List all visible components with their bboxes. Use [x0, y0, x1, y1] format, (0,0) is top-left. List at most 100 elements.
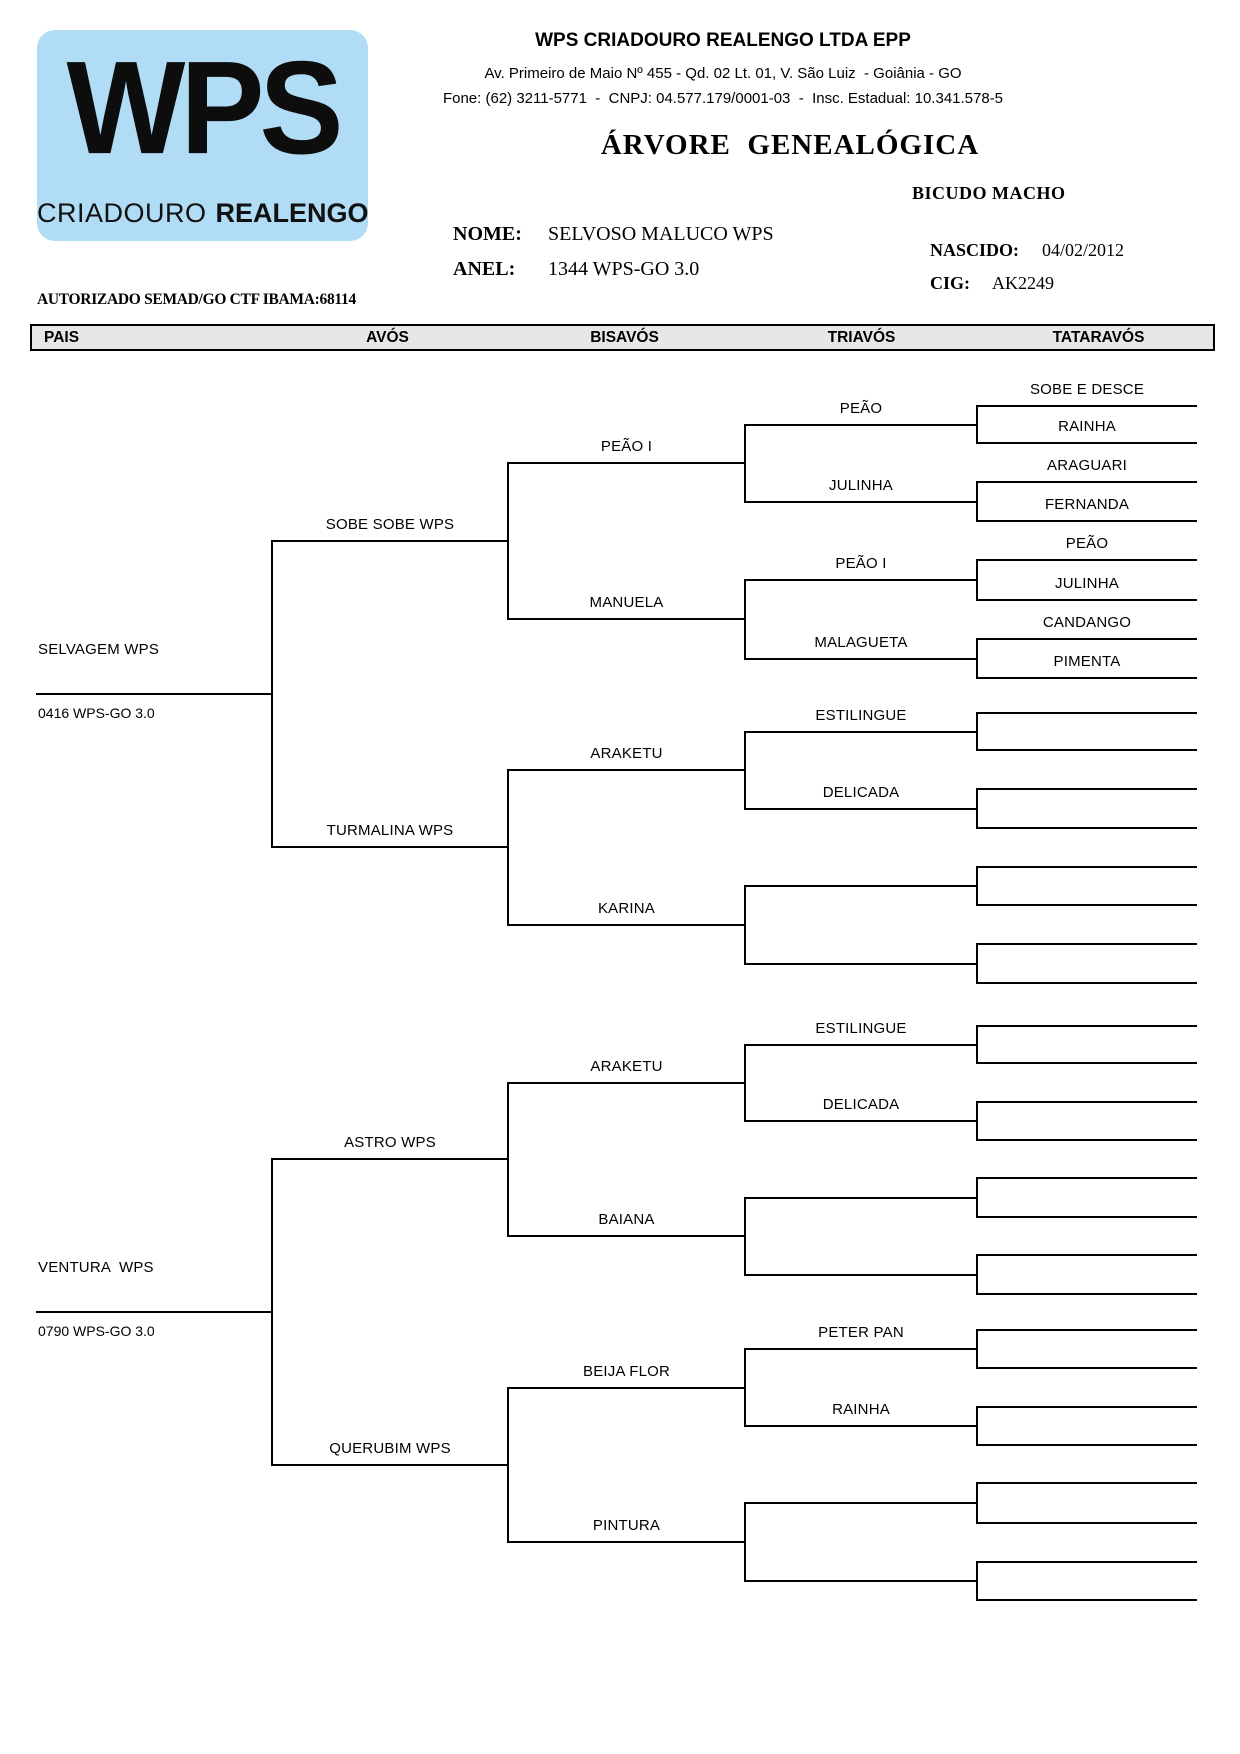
column-header-tataravos: TATARAVÓS	[1052, 329, 1145, 346]
triavo-label: PETER PAN	[818, 1324, 904, 1341]
tree-connector-line	[976, 1482, 978, 1524]
tree-shelf-line	[508, 462, 745, 464]
tree-shelf-line	[745, 807, 977, 810]
tataravo-label: CANDANGO	[1042, 614, 1132, 631]
pai-label: VENTURA WPS	[38, 1259, 154, 1277]
tree-shelf-line	[745, 885, 977, 887]
tataravo-label: ARAGUARI	[1047, 457, 1127, 474]
tree-shelf-line	[977, 1561, 1197, 1563]
bisavo-label: BEIJA FLOR	[582, 1362, 671, 1380]
tree-shelf-line	[977, 1329, 1197, 1331]
tree-connector-line	[744, 885, 746, 965]
tree-shelf-line	[977, 1522, 1197, 1524]
nascido-label: NASCIDO:	[930, 240, 1020, 260]
address-line-1: Av. Primeiro de Maio Nº 455 - Qd. 02 Lt.…	[484, 65, 962, 82]
tree-shelf-line	[977, 1406, 1197, 1408]
tree-shelf-line	[977, 1216, 1197, 1218]
tree-shelf-line	[977, 1025, 1197, 1027]
tree-shelf-line	[977, 943, 1197, 945]
tataravo-label: SOBE E DESCE	[1029, 381, 1145, 398]
tree-shelf-line	[745, 1273, 977, 1276]
anel-label: ANEL:	[453, 258, 516, 280]
bisavo-label: ARAKETU	[590, 1057, 663, 1075]
triavo-label: MALAGUETA	[814, 633, 908, 651]
anel-value: 1344 WPS-GO 3.0	[548, 258, 700, 280]
tree-shelf-line	[977, 1177, 1197, 1179]
tree-connector-line	[507, 769, 509, 926]
tree-shelf-line	[977, 677, 1197, 679]
tree-shelf-line	[745, 1196, 977, 1199]
tree-shelf-line	[977, 599, 1197, 601]
tree-shelf-line	[272, 846, 508, 849]
triavo-label: RAINHA	[832, 1401, 890, 1418]
tree-connector-line	[976, 559, 978, 601]
tree-shelf-line	[508, 1386, 745, 1389]
tree-shelf-line	[977, 982, 1197, 984]
tree-connector-line	[507, 1386, 509, 1543]
tree-shelf-line	[745, 1425, 977, 1427]
tree-shelf-line	[977, 481, 1197, 483]
tree-connector-line	[744, 1502, 746, 1582]
tree-connector-line	[976, 1561, 978, 1601]
tree-shelf-line	[977, 1599, 1197, 1601]
logo-realengo-text: REALENGO	[215, 198, 369, 228]
tree-shelf-line	[272, 1158, 508, 1161]
column-header-triavos: TRIAVÓS	[827, 329, 896, 346]
species-sex: BICUDO MACHO	[912, 183, 1066, 203]
tree-connector-line	[744, 1196, 746, 1276]
cig-value: AK2249	[992, 273, 1054, 293]
avo-label: ASTRO WPS	[344, 1134, 436, 1152]
tree-shelf-line	[977, 1482, 1197, 1484]
tree-shelf-line	[977, 1293, 1197, 1295]
tree-shelf-line	[745, 1348, 977, 1350]
tree-shelf-line	[36, 1311, 272, 1314]
tree-connector-line	[976, 866, 978, 906]
nome-label: NOME:	[453, 223, 522, 245]
tree-shelf-line	[977, 405, 1197, 407]
tataravo-label: JULINHA	[1055, 575, 1119, 592]
company-name: WPS CRIADOURO REALENGO LTDA EPP	[535, 30, 911, 51]
tree-connector-line	[976, 943, 978, 984]
triavo-label: DELICADA	[822, 783, 900, 801]
tree-shelf-line	[36, 693, 272, 696]
tree-shelf-line	[508, 923, 745, 926]
tree-connector-line	[744, 1043, 746, 1122]
column-header-avos: AVÓS	[366, 329, 409, 346]
triavo-label: ESTILINGUE	[815, 1019, 907, 1037]
tree-shelf-line	[745, 1043, 977, 1046]
tataravo-label: FERNANDA	[1044, 496, 1130, 513]
tree-connector-line	[976, 1329, 978, 1369]
ring-number-label: 0416 WPS-GO 3.0	[38, 705, 155, 722]
tree-connector-line	[976, 405, 978, 444]
tree-shelf-line	[508, 769, 745, 771]
tree-shelf-line	[977, 559, 1197, 561]
tree-shelf-line	[508, 618, 745, 621]
generation-header-band: PAIS AVÓS BISAVÓS TRIAVÓS TATARAVÓS	[30, 324, 1215, 351]
tree-shelf-line	[977, 1101, 1197, 1103]
tree-shelf-line	[977, 749, 1197, 751]
column-header-pais: PAIS	[44, 329, 80, 346]
tree-shelf-line	[745, 1120, 977, 1122]
nascido-value: 04/02/2012	[1042, 240, 1125, 260]
triavo-label: ESTILINGUE	[815, 706, 907, 724]
logo-criadouro-text: CRIADOURO	[37, 198, 207, 228]
avo-label: SOBE SOBE WPS	[325, 516, 455, 534]
tree-connector-line	[976, 481, 978, 522]
wps-logo-acronym: WPS	[66, 33, 343, 182]
tree-connector-line	[976, 638, 978, 679]
tree-connector-line	[507, 462, 509, 621]
nome-value: SELVOSO MALUCO WPS	[548, 223, 774, 245]
birth-date-row: NASCIDO: 04/02/2012	[912, 219, 1124, 282]
tataravo-label: RAINHA	[1058, 418, 1116, 435]
address-line-2: Fone: (62) 3211-5771 - CNPJ: 04.577.179/…	[442, 90, 1004, 107]
tree-shelf-line	[508, 1541, 745, 1543]
tree-shelf-line	[977, 788, 1197, 790]
tree-connector-line	[271, 540, 273, 849]
ring-number-label: 0790 WPS-GO 3.0	[38, 1323, 155, 1340]
tree-shelf-line	[745, 962, 977, 965]
tree-shelf-line	[272, 540, 508, 543]
page-title: ÁRVORE GENEALÓGICA	[600, 129, 980, 161]
tree-connector-line	[507, 1081, 509, 1237]
authorization-line: AUTORIZADO SEMAD/GO CTF IBAMA:68114	[37, 291, 356, 308]
